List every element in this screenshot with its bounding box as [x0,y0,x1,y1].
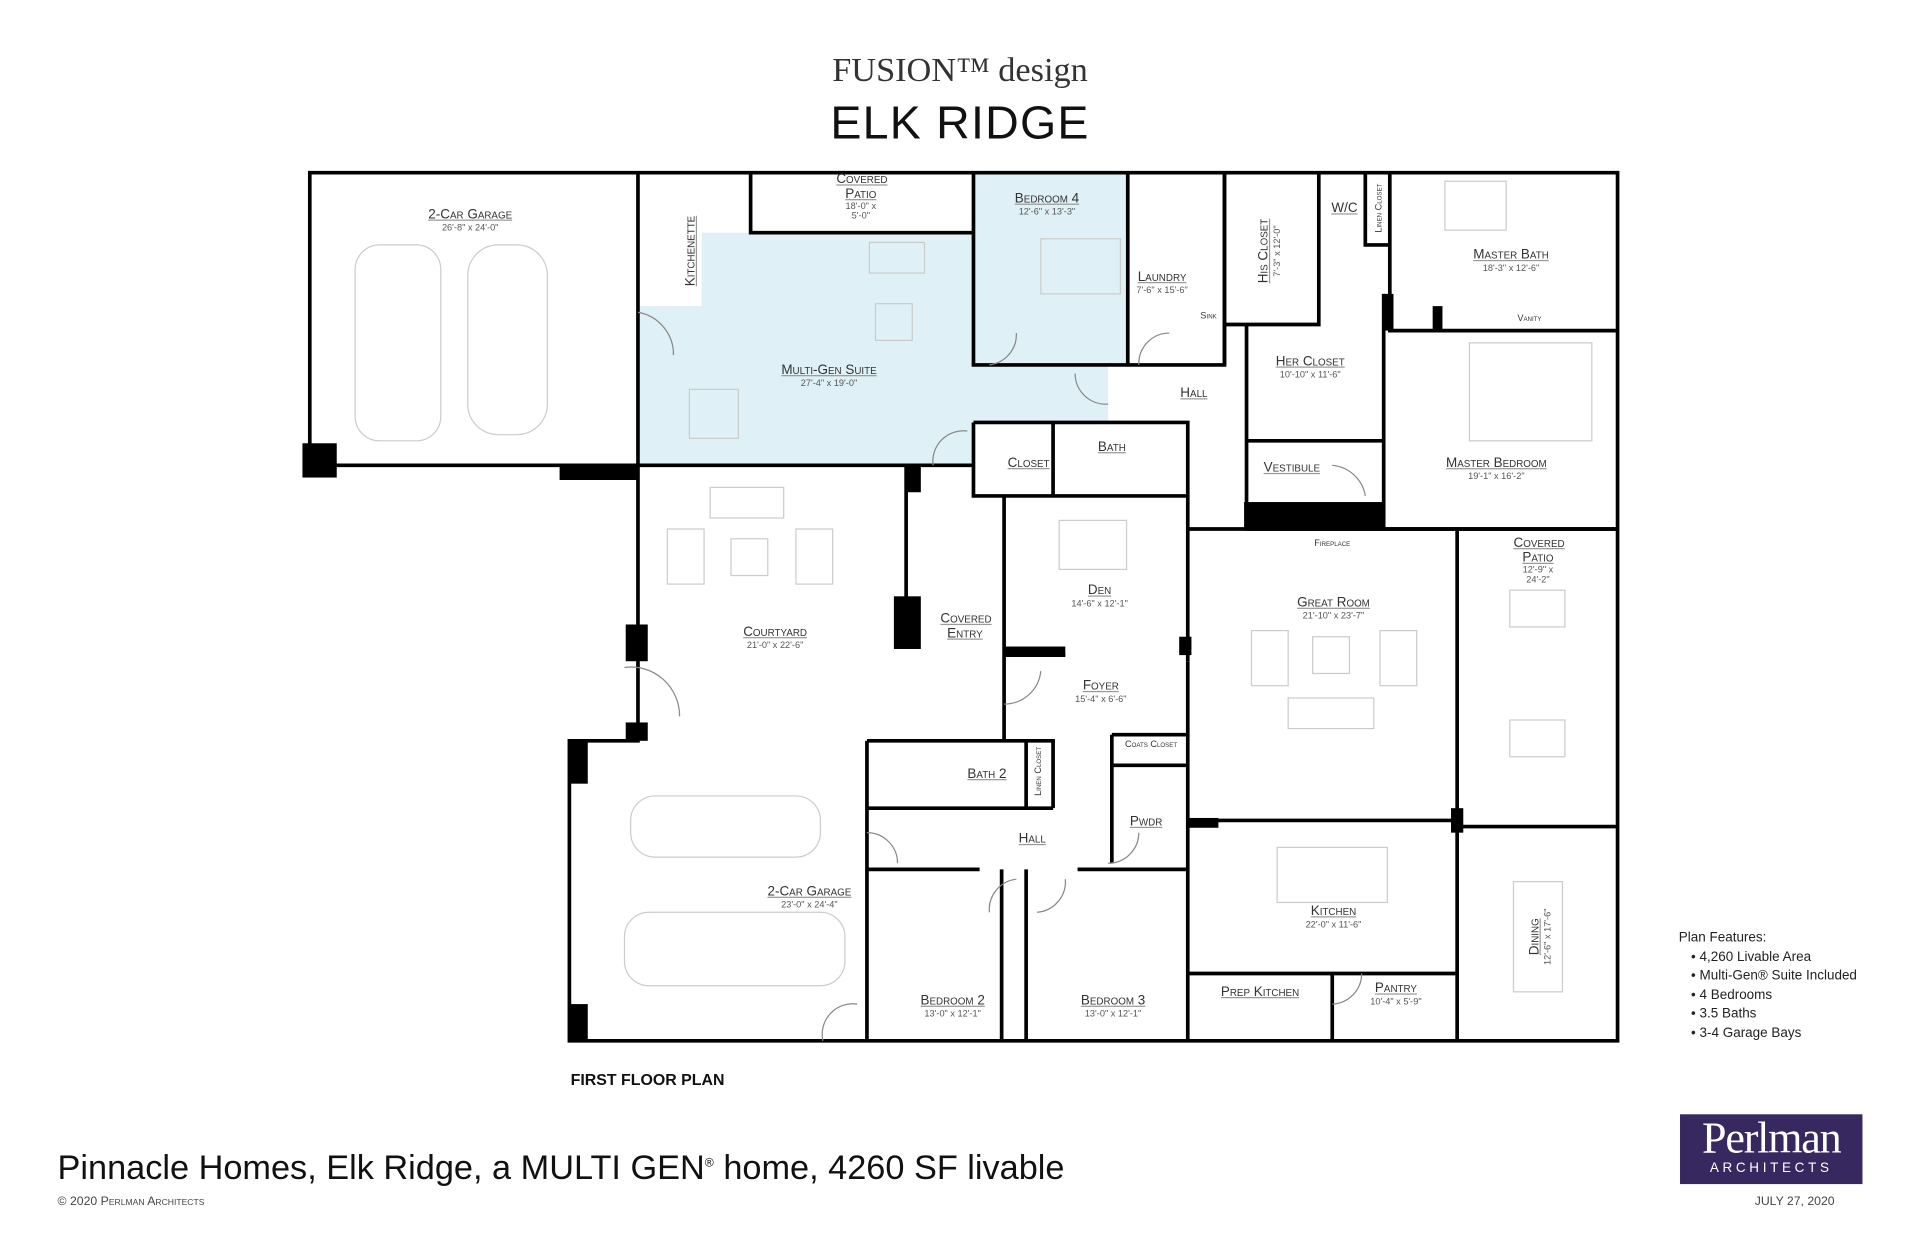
logo-name: Perlman [1702,1113,1842,1163]
room-label: Pwdr [1129,814,1163,830]
room-label: Vestibule [1263,460,1321,476]
room-label: Bath [1097,439,1126,455]
room-label: Hall [1180,385,1208,401]
room-label: Kitchenette [683,215,699,287]
feature-item: 4 Bedrooms [1691,986,1857,1005]
copyright: © 2020 Perlman Architects [57,1195,205,1209]
fixture-label: Fireplace [1314,537,1351,549]
wall-piers [302,293,1464,1041]
features-title: Plan Features: [1678,930,1767,946]
caption-part: Pinnacle Homes, Elk Ridge, a MULTI GEN [57,1148,705,1187]
fixture-label: Vanity [1517,312,1542,324]
registered-mark: ® [704,1156,714,1171]
caption-part: home, 4260 SF livable [713,1148,1065,1187]
feature-item: 3.5 Baths [1691,1005,1857,1024]
feature-item: 3-4 Garage Bays [1691,1024,1857,1043]
room-label: Prep Kitchen [1220,984,1300,1000]
brand-line: FUSION™ design [832,51,1088,90]
feature-item: Multi-Gen® Suite Included [1691,967,1857,986]
suite-highlight [637,172,1128,466]
perlman-logo: Perlman ARCHITECTS [1680,1113,1863,1185]
plan-label: FIRST FLOOR PLAN [570,1070,725,1089]
room-label: W/C [1331,201,1358,216]
room-label: Coats Closet [1124,738,1178,750]
room-label: Linen Closet [1032,746,1044,796]
room-label: Closet [1007,455,1050,471]
furniture [354,180,1593,993]
date: JULY 27, 2020 [1754,1195,1835,1209]
logo-sub: ARCHITECTS [1709,1160,1833,1176]
room-label: Linen Closet [1372,183,1384,233]
room-label: Covered Entry [940,611,992,641]
footer-caption: Pinnacle Homes, Elk Ridge, a MULTI GEN® … [58,1149,1065,1188]
door-swings [624,311,1366,1041]
feature-item: 4,260 Livable Area [1691,948,1857,967]
plan-title: ELK RIDGE [830,97,1090,150]
plan-features: Plan Features: 4,260 Livable Area Multi-… [1679,929,1857,1043]
room-label: Hall [1018,831,1046,847]
fixture-label: Sink [1200,309,1217,321]
room-label: Bath 2 [967,766,1007,782]
